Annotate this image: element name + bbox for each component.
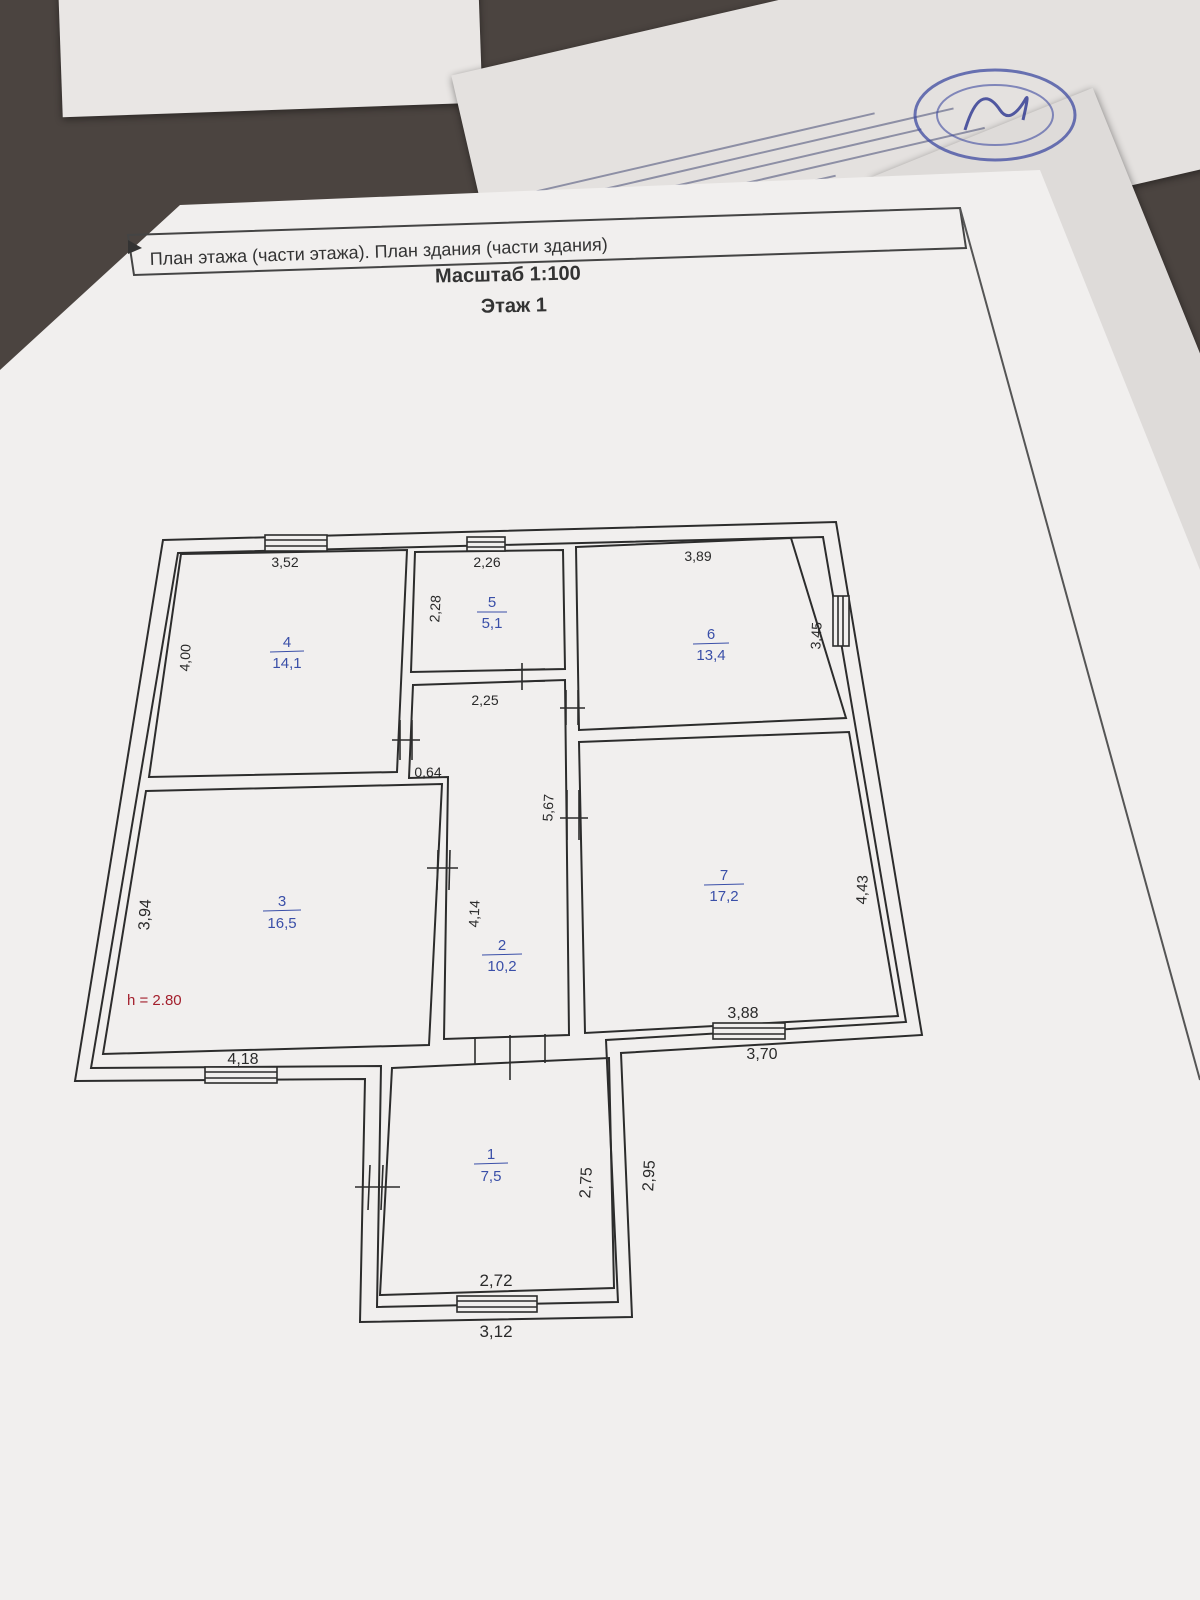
floor-label: Этаж 1 [481,294,547,317]
door-entrance [474,1034,546,1080]
seal-stamp [913,68,1077,162]
room-label-5: 5 5,1 [477,594,507,632]
building-walls [73,520,924,1324]
scale-label: Масштаб 1:100 [435,262,581,287]
ceiling-height-label: h = 2.80 [127,992,182,1009]
background-document-left: — [57,0,483,118]
room-number: 3 [278,893,286,910]
window-room-6 [832,595,850,647]
dim-room6-right: 3,45 [807,622,824,650]
room-area: 10,2 [487,958,516,975]
room-label-7: 7 17,2 [703,867,745,905]
dim-room4-left: 4,00 [176,644,193,672]
door-room-6 [560,690,585,725]
room-7-outline [577,730,900,1035]
room-number: 5 [488,594,496,611]
room-number: 6 [707,626,715,643]
door-room-5 [504,663,546,690]
room-number: 7 [720,867,728,884]
room-label-6: 6 13,4 [692,626,730,664]
window-room-4 [264,534,328,552]
room-5-outline [409,548,567,674]
window-room-3 [204,1066,278,1084]
dim-outer-bottom-right: 3,70 [746,1046,777,1063]
dim-room6-top: 3,89 [684,548,711,564]
outer-wall [73,520,924,1324]
room-label-4: 4 14,1 [269,634,305,672]
room-area: 17,2 [709,888,738,905]
room-label-1: 1 7,5 [473,1146,509,1185]
floor-plan-drawing: План этажа (части этажа). План здания (ч… [0,170,1200,1600]
dim-room2-left: 4,14 [465,900,482,928]
window-room-1 [456,1295,538,1313]
dim-room3-bottom: 4,18 [227,1051,258,1068]
dim-room7-bottom: 3,88 [727,1005,758,1022]
room-1-outline [378,1056,616,1297]
room-number: 4 [283,634,291,651]
door-room-4 [392,720,420,760]
dim-room7-right: 4,43 [853,875,872,905]
room-label-2: 2 10,2 [481,937,523,975]
door-room-1 [355,1164,400,1211]
dim-room3-left: 3,94 [136,899,155,931]
room-6-outline [574,536,848,732]
room-3-outline [101,782,444,1056]
dim-room1-bottom: 2,72 [479,1271,512,1290]
room-area: 14,1 [272,655,301,672]
window-room-7 [712,1022,786,1040]
paper-sheet [0,170,1200,1600]
door-room-7 [560,790,588,840]
header-frame [126,206,968,277]
header-arrow [128,240,142,254]
dim-room5-top: 2,26 [473,554,500,570]
room-number: 1 [487,1146,495,1163]
inner-wall-line [89,535,908,1309]
room-area: 7,5 [481,1168,502,1185]
room-4-outline [147,548,409,779]
room-labels: 4 14,1 5 5,1 6 13,4 3 16,5 2 [262,594,745,1185]
dim-room2-right: 5,67 [539,794,556,822]
dim-room1-outer-bottom: 3,12 [479,1322,512,1341]
floor-plan-sheet: План этажа (части этажа). План здания (ч… [0,150,1200,1600]
door-room-3 [427,849,458,891]
dim-room4-top: 3,52 [271,554,298,570]
dim-room2-top: 2,25 [471,692,498,708]
room-2-outline [407,678,571,1041]
dim-corridor-step: 0,64 [414,764,441,780]
room-number: 2 [498,937,506,954]
doors [355,663,588,1211]
room-area: 5,1 [482,615,503,632]
dimension-labels: 3,52 4,00 2,26 2,28 3,89 3,45 2,25 0,64 … [136,548,872,1341]
dim-room1-right: 2,75 [577,1167,596,1199]
dim-room5-left: 2,28 [426,595,443,623]
dim-room1-outer-right: 2,95 [640,1160,659,1192]
room-area: 13,4 [696,647,725,664]
room-area: 16,5 [267,915,296,932]
windows [204,534,850,1313]
room-label-3: 3 16,5 [262,893,302,932]
window-room-5 [466,536,506,552]
sheet-border-right [959,207,1200,1081]
